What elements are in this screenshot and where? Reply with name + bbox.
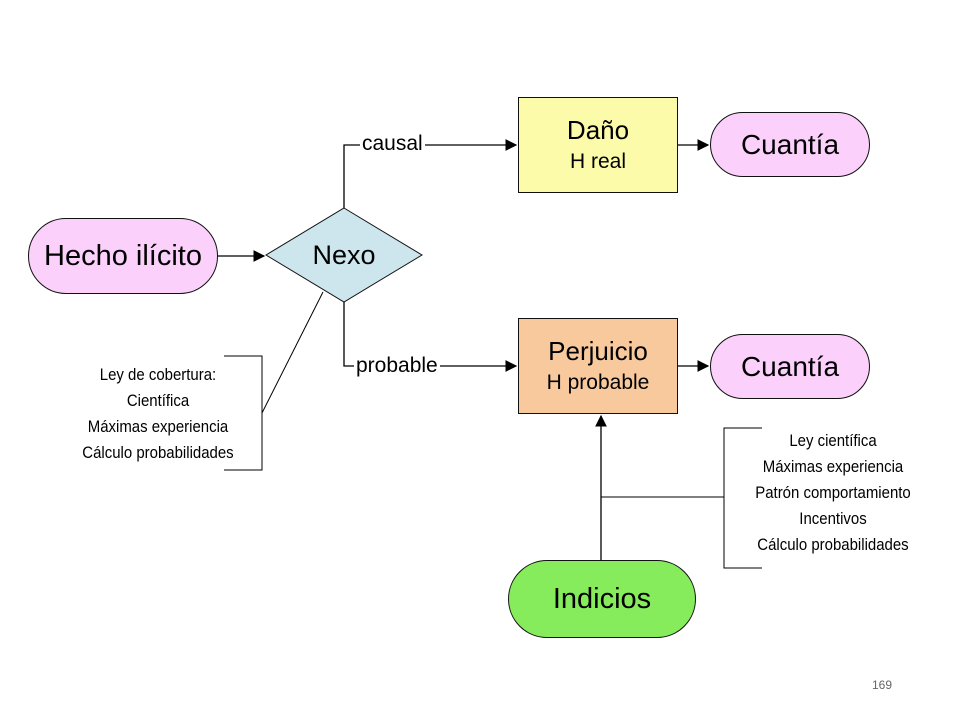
hecho-ilicito-node[interactable]: Hecho ilícito — [28, 218, 218, 294]
left-note-line: Cálculo probabilidades — [82, 443, 234, 462]
cuantia-top-node[interactable]: Cuantía — [710, 112, 870, 177]
right-note-line: Ley científica — [789, 431, 877, 450]
arrow-nexo-perjuicio — [343, 302, 518, 372]
hecho-ilicito-label: Hecho ilícito — [44, 239, 202, 272]
indicios-node[interactable]: Indicios — [508, 560, 696, 638]
left-note-connector — [261, 291, 324, 414]
cuantia-bottom-label: Cuantía — [740, 350, 840, 382]
right-note: Ley científica Máximas experiencia Patró… — [732, 428, 934, 558]
perjuicio-node[interactable]: Perjuicio H probable — [518, 318, 678, 414]
perjuicio-title: Perjuicio — [548, 336, 648, 366]
dano-title: Daño — [566, 115, 630, 145]
causal-edge-label: causal — [360, 132, 425, 156]
right-note-line: Patrón comportamiento — [755, 483, 911, 502]
left-note-line: Científica — [126, 391, 190, 410]
arrow-nexo-dano — [343, 139, 518, 208]
dano-node[interactable]: Daño H real — [518, 97, 678, 193]
cuantia-top-label: Cuantía — [740, 128, 840, 160]
probable-edge-label: probable — [354, 354, 440, 378]
right-note-line: Incentivos — [799, 509, 867, 528]
right-note-bracket — [723, 427, 762, 569]
right-note-line: Máximas experiencia — [762, 457, 904, 476]
indicios-label: Indicios — [552, 582, 652, 615]
nexo-label: Nexo — [312, 239, 376, 270]
perjuicio-subtitle: H probable — [546, 371, 650, 394]
dano-subtitle: H real — [569, 150, 627, 173]
left-note-line: Máximas experiencia — [87, 417, 229, 436]
page-number: 169 — [872, 678, 893, 692]
cuantia-bottom-node[interactable]: Cuantía — [710, 334, 870, 399]
left-note-line: Ley de cobertura: — [99, 365, 217, 384]
left-note: Ley de cobertura: Científica Máximas exp… — [61, 362, 255, 466]
right-note-line: Cálculo probabilidades — [757, 535, 909, 554]
